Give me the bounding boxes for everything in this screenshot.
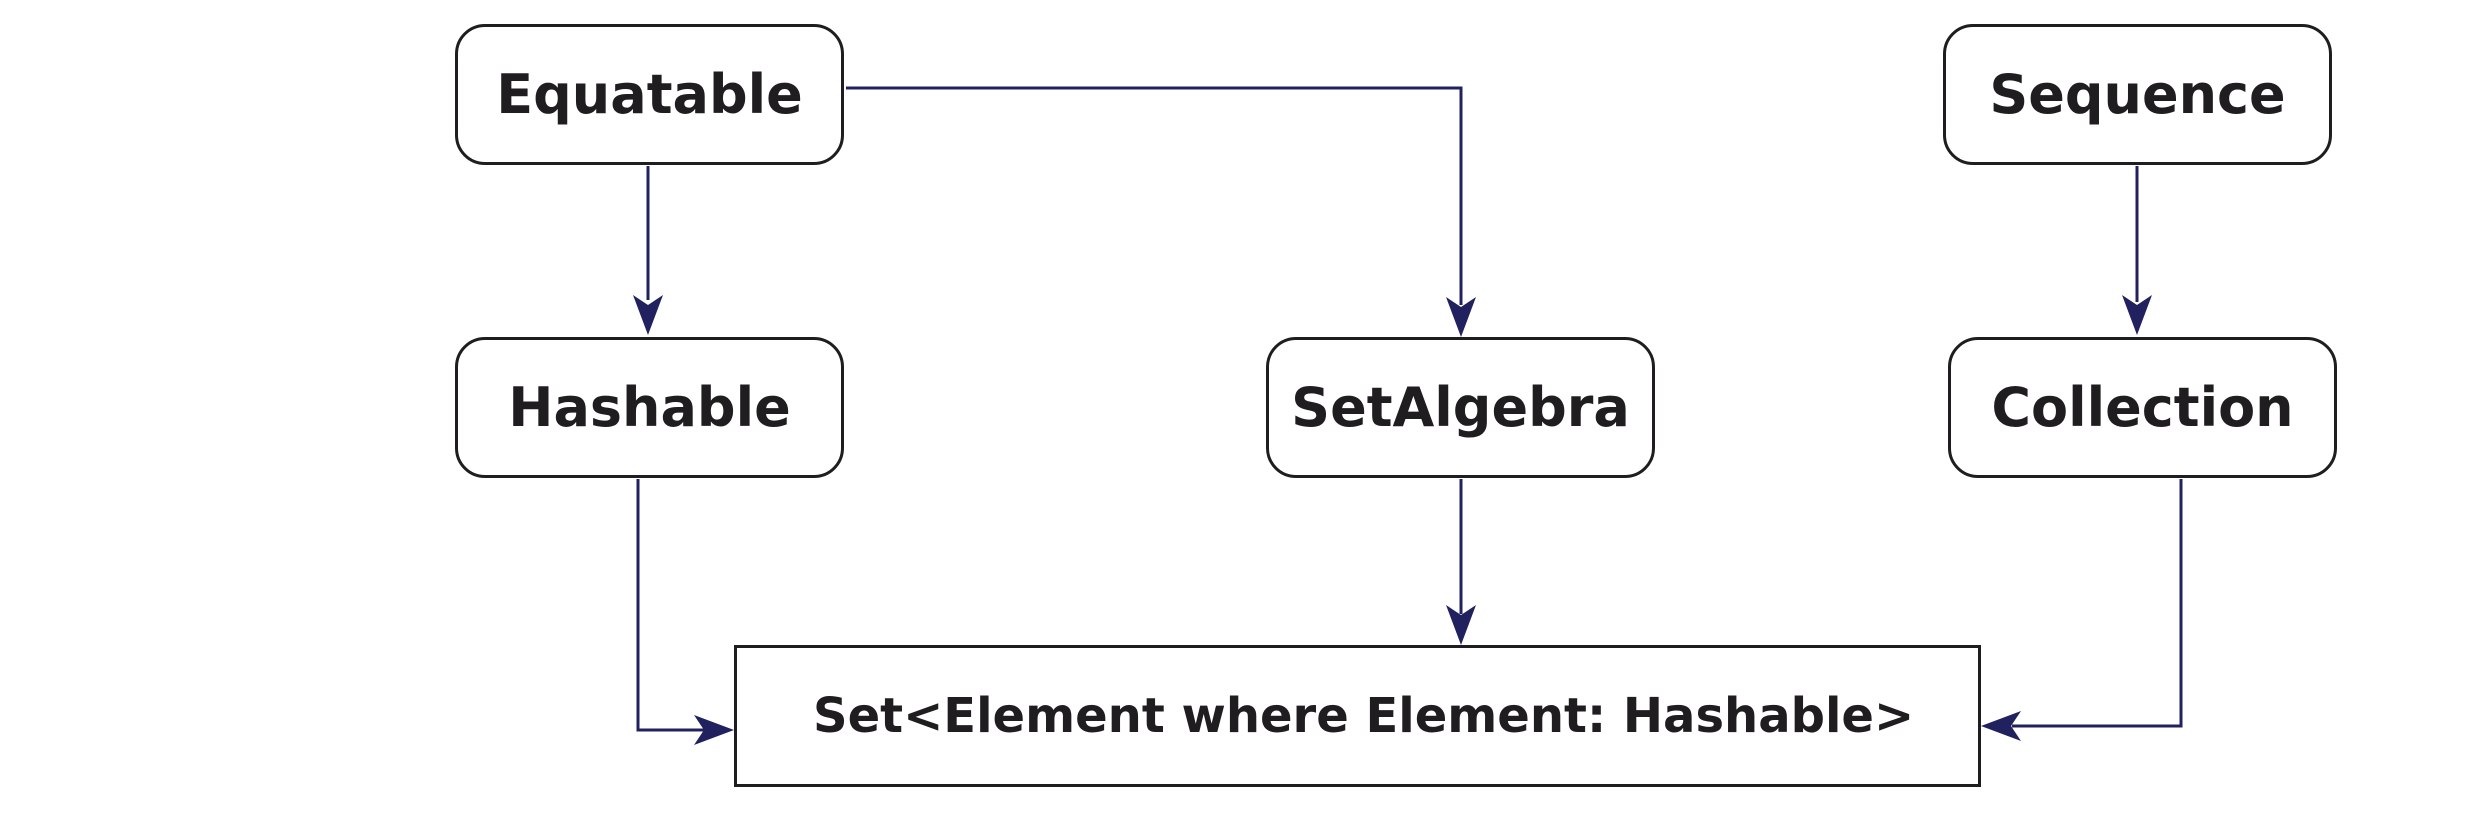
arrowhead-collection bbox=[2122, 295, 2152, 335]
arrowhead-set-top bbox=[1446, 605, 1476, 645]
node-collection-label: Collection bbox=[1991, 376, 2294, 439]
node-equatable-label: Equatable bbox=[496, 63, 803, 126]
node-equatable: Equatable bbox=[455, 24, 844, 165]
node-setalgebra: SetAlgebra bbox=[1266, 337, 1655, 478]
arrowhead-setalgebra bbox=[1446, 297, 1476, 337]
edge-equatable-to-setalgebra bbox=[846, 86, 1463, 305]
arrowhead-hashable bbox=[633, 295, 663, 335]
node-hashable: Hashable bbox=[455, 337, 844, 478]
node-hashable-label: Hashable bbox=[508, 376, 791, 439]
node-setalgebra-label: SetAlgebra bbox=[1291, 376, 1630, 439]
node-collection: Collection bbox=[1948, 337, 2337, 478]
node-set-label: Set<Element where Element: Hashable> bbox=[813, 688, 1915, 744]
edge-collection-to-set bbox=[2012, 479, 2183, 728]
node-set: Set<Element where Element: Hashable> bbox=[734, 645, 1981, 787]
edge-hashable-to-set bbox=[636, 479, 705, 732]
arrowhead-set-left bbox=[694, 715, 734, 745]
arrowhead-set-right bbox=[1981, 711, 2021, 741]
node-sequence-label: Sequence bbox=[1989, 63, 2286, 126]
node-sequence: Sequence bbox=[1943, 24, 2332, 165]
